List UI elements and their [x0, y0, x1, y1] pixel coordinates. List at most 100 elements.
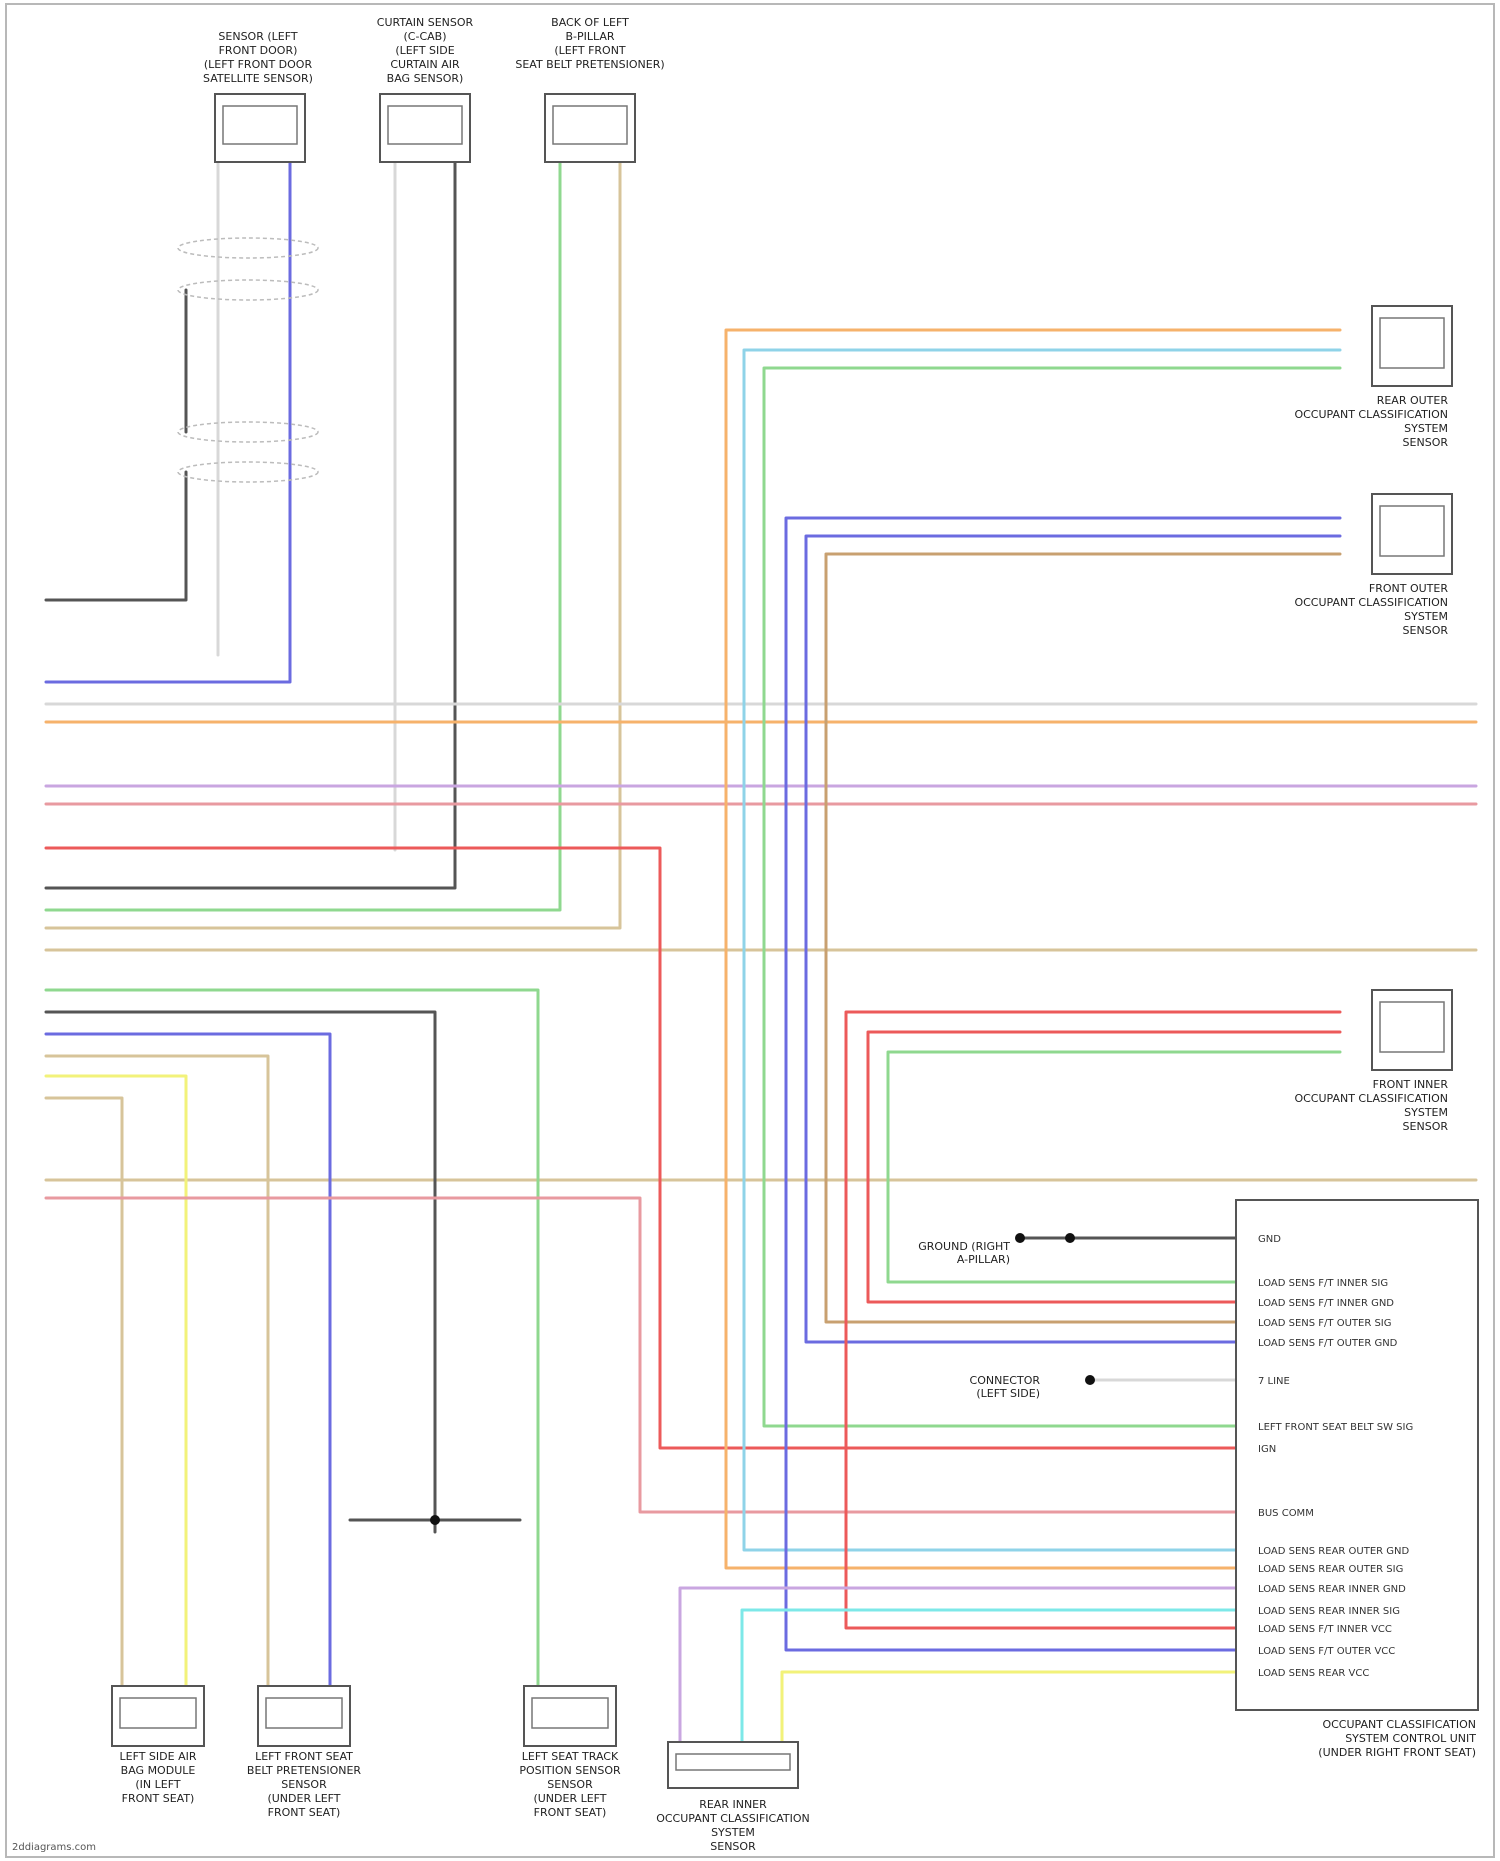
component-label-line: (IN LEFT — [135, 1778, 180, 1791]
component-label-line: BAG SENSOR) — [387, 72, 464, 85]
component-label-line: LEFT FRONT SEAT — [255, 1750, 353, 1763]
source-label-line: CONNECTOR — [970, 1374, 1041, 1387]
splice-dot — [1065, 1233, 1075, 1243]
wire-c3-pin1 — [46, 162, 560, 910]
wire-blu-low — [46, 1034, 330, 1700]
shield-oval — [178, 280, 318, 300]
signal-label: LOAD SENS F/T INNER GND — [1258, 1298, 1394, 1309]
signal-label: LOAD SENS REAR OUTER SIG — [1258, 1564, 1403, 1575]
component-label-line: SATELLITE SENSOR) — [203, 72, 313, 85]
wire-yel-low — [46, 1076, 186, 1700]
splice-dot — [1015, 1233, 1025, 1243]
signal-label: GND — [1258, 1234, 1281, 1245]
wire-rear-inner-1 — [680, 1588, 1236, 1750]
component-box — [545, 94, 635, 162]
component-label-line: FRONT DOOR) — [219, 44, 298, 57]
component-label-line: BACK OF LEFT — [551, 16, 629, 29]
component-label-line: BELT PRETENSIONER — [247, 1764, 362, 1777]
component-box — [380, 94, 470, 162]
source-label-line: A-PILLAR) — [957, 1253, 1010, 1266]
component-label-line: B-PILLAR — [565, 30, 614, 43]
component-box — [112, 1686, 204, 1746]
component-label-line: SEAT BELT PRETENSIONER) — [515, 58, 664, 71]
wire-c3-pin2 — [46, 162, 620, 928]
component-box — [215, 94, 305, 162]
component-label-line: SENSOR — [1403, 624, 1449, 637]
component-label-line: CURTAIN AIR — [390, 58, 460, 71]
component-label-line: (LEFT FRONT — [554, 44, 626, 57]
component-c3: BACK OF LEFTB-PILLAR(LEFT FRONTSEAT BELT… — [515, 16, 664, 162]
component-label-line: OCCUPANT CLASSIFICATION — [656, 1812, 810, 1825]
component-label-line: BAG MODULE — [121, 1764, 196, 1777]
signal-label: LOAD SENS REAR INNER GND — [1258, 1584, 1406, 1595]
component-label-line: (LEFT FRONT DOOR — [204, 58, 313, 71]
component-label-line: (LEFT SIDE — [395, 44, 454, 57]
component-box — [258, 1686, 350, 1746]
splice-dot — [1085, 1375, 1095, 1385]
component-label-line: LEFT SIDE AIR — [120, 1750, 197, 1763]
component-label-line: OCCUPANT CLASSIFICATION — [1322, 1718, 1476, 1731]
component-label-line: (UNDER LEFT — [533, 1792, 606, 1805]
splice-dot — [430, 1515, 440, 1525]
component-label-line: REAR OUTER — [1377, 394, 1449, 407]
signal-label: LOAD SENS REAR OUTER GND — [1258, 1546, 1410, 1557]
component-label-line: (UNDER RIGHT FRONT SEAT) — [1318, 1746, 1476, 1759]
component-label-line: LEFT SEAT TRACK — [522, 1750, 619, 1763]
signal-label: LOAD SENS REAR VCC — [1258, 1668, 1369, 1679]
component-label-line: CURTAIN SENSOR — [377, 16, 474, 29]
component-label-line: SENSOR — [547, 1778, 593, 1791]
component-label-line: OCCUPANT CLASSIFICATION — [1294, 1092, 1448, 1105]
shield-oval — [178, 238, 318, 258]
signal-label: LOAD SENS F/T OUTER SIG — [1258, 1318, 1392, 1329]
component-box — [668, 1742, 798, 1788]
signal-label: 7 LINE — [1258, 1376, 1290, 1387]
wire-blk-low — [46, 1012, 435, 1532]
component-label-line: SENSOR — [281, 1778, 327, 1791]
component-label-line: SENSOR — [1403, 436, 1449, 449]
shield-oval — [178, 422, 318, 442]
component-label-line: FRONT OUTER — [1369, 582, 1448, 595]
component-label-line: SYSTEM CONTROL UNIT — [1345, 1732, 1476, 1745]
component-label-line: SYSTEM — [1404, 1106, 1448, 1119]
component-label-line: FRONT SEAT) — [122, 1792, 195, 1805]
signal-label: IGN — [1258, 1444, 1276, 1455]
component-label-line: POSITION SENSOR — [519, 1764, 621, 1777]
component-label-line: FRONT SEAT) — [268, 1806, 341, 1819]
component-box — [524, 1686, 616, 1746]
component-label-line: SYSTEM — [1404, 422, 1448, 435]
shield-ovals — [178, 238, 318, 482]
signal-label: LEFT FRONT SEAT BELT SW SIG — [1258, 1422, 1413, 1433]
signal-label: LOAD SENS F/T OUTER GND — [1258, 1338, 1398, 1349]
wire-rear-inner-3 — [782, 1672, 1236, 1750]
component-label-line: FRONT SEAT) — [534, 1806, 607, 1819]
component-label-line: OCCUPANT CLASSIFICATION — [1294, 408, 1448, 421]
component-label-line: SENSOR — [710, 1840, 756, 1853]
component-label-line: SYSTEM — [1404, 610, 1448, 623]
component-label-line: FRONT INNER — [1373, 1078, 1449, 1091]
wire-c1-pin2 — [46, 162, 290, 682]
signal-label: LOAD SENS F/T INNER VCC — [1258, 1624, 1392, 1635]
component-label-line: OCCUPANT CLASSIFICATION — [1294, 596, 1448, 609]
signal-label: LOAD SENS REAR INNER SIG — [1258, 1606, 1400, 1617]
wire-tan-low — [46, 1098, 122, 1700]
footer-text: 2ddiagrams.com — [12, 1842, 96, 1853]
source-label-line: (LEFT SIDE) — [976, 1387, 1040, 1400]
signal-label: LOAD SENS F/T OUTER VCC — [1258, 1646, 1395, 1657]
wire-rear-inner-2 — [742, 1610, 1236, 1750]
wire-red-ign — [46, 848, 1100, 1448]
component-label-line: (C-CAB) — [404, 30, 447, 43]
component-label-line: SENSOR — [1403, 1120, 1449, 1133]
component-label-line: (UNDER LEFT — [267, 1792, 340, 1805]
shield-oval — [178, 462, 318, 482]
signal-label: LOAD SENS F/T INNER SIG — [1258, 1278, 1388, 1289]
source-label-line: GROUND (RIGHT — [918, 1240, 1010, 1253]
